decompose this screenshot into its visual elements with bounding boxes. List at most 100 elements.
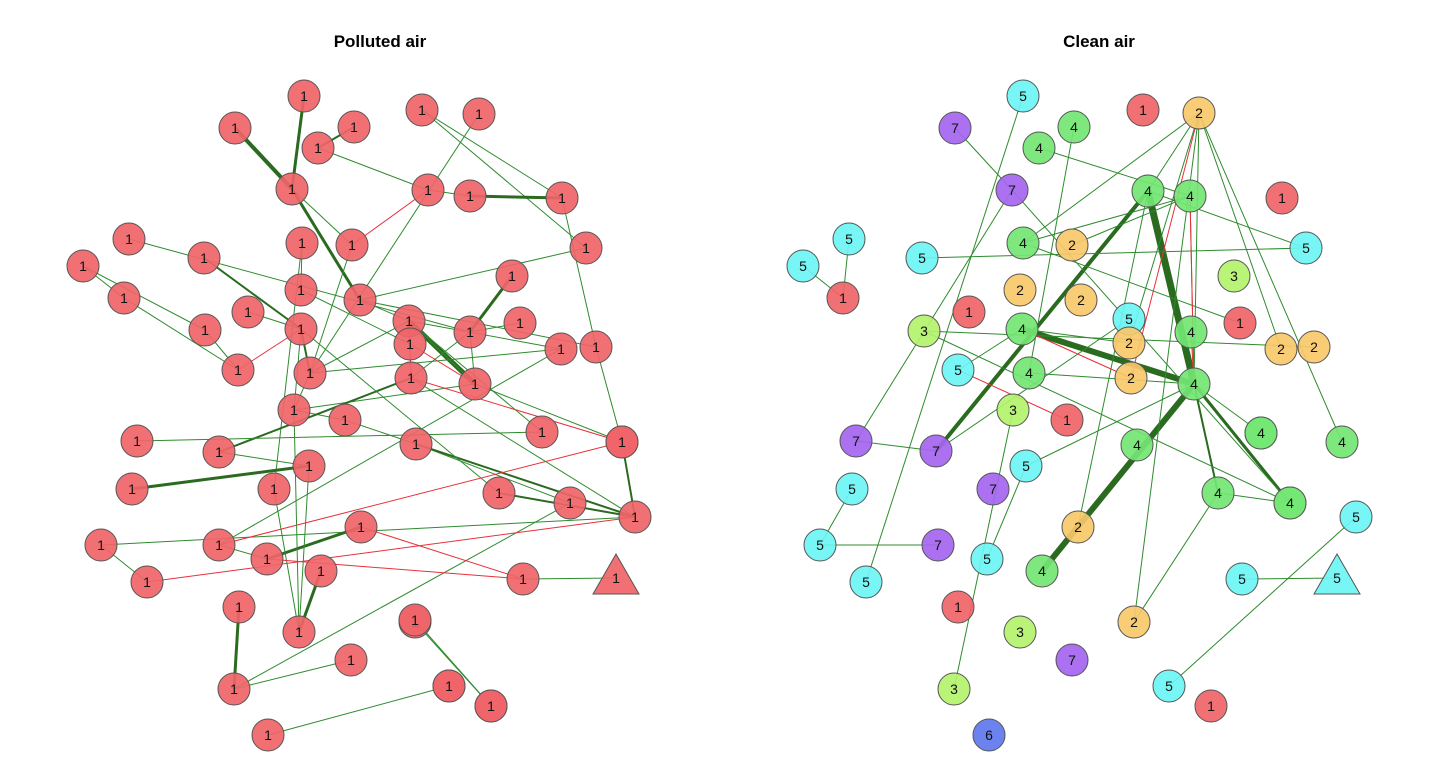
node-circle	[1057, 110, 1091, 144]
node-b19: 2	[1064, 283, 1098, 317]
node-circle	[1006, 79, 1040, 113]
node-a1: 1	[218, 111, 252, 145]
edge-b1-b49	[865, 95, 1024, 583]
node-label: 2	[1068, 237, 1076, 253]
node-label: 1	[201, 322, 209, 338]
edge-a4-a10	[421, 109, 563, 199]
node-b40: 4	[1325, 425, 1359, 459]
node-b44: 4	[1201, 476, 1235, 510]
node-circle	[1022, 131, 1056, 165]
node-label: 1	[215, 537, 223, 553]
edge-a37-a34	[136, 431, 543, 442]
edge-a49-a30	[218, 348, 562, 546]
node-circle	[202, 435, 236, 469]
node-b16: 5	[786, 249, 820, 283]
node-b30: 5	[941, 353, 975, 387]
node-label: 7	[989, 481, 997, 497]
node-b14: 5	[1289, 231, 1323, 265]
node-label: 5	[1302, 240, 1310, 256]
edge-a24-a32	[300, 289, 411, 345]
edge-layer	[802, 95, 1357, 690]
node-circle	[66, 249, 100, 283]
node-circle	[218, 111, 252, 145]
node-b36: 7	[839, 424, 873, 458]
edge-a12-a19	[82, 265, 206, 331]
node-circle	[1273, 486, 1307, 520]
node-circle	[344, 510, 378, 544]
node-label: 1	[558, 190, 566, 206]
node-label: 2	[1277, 341, 1285, 357]
edge-b12-b27	[1022, 242, 1241, 324]
node-circle	[832, 222, 866, 256]
node-a20: 1	[187, 241, 221, 275]
node-label: 5	[1333, 570, 1341, 586]
node-b32: 2	[1114, 361, 1148, 395]
node-circle	[251, 718, 285, 752]
node-b49: 5	[849, 565, 883, 599]
cross-edge-a45-a48	[146, 516, 636, 583]
node-label: 1	[317, 563, 325, 579]
node-circle	[458, 367, 492, 401]
node-circle	[482, 476, 516, 510]
node-circle	[937, 672, 971, 706]
node-a58: 1	[217, 672, 251, 706]
edge-b22-b64	[923, 330, 1291, 504]
node-a17: 1	[453, 315, 487, 349]
node-label: 1	[407, 370, 415, 386]
node-a19: 1	[188, 313, 222, 347]
node-circle	[826, 281, 860, 315]
node-label: 1	[418, 102, 426, 118]
node-b57: 7	[1055, 643, 1089, 677]
edge-b33-b31	[1028, 372, 1195, 385]
node-circle	[328, 403, 362, 437]
edge-a6-a7	[317, 147, 429, 191]
node-circle	[462, 97, 496, 131]
node-label: 2	[1310, 339, 1318, 355]
node-circle	[1289, 231, 1323, 265]
edge-a5-a14	[290, 188, 362, 301]
node-circle	[995, 173, 1029, 207]
node-b48: 7	[921, 528, 955, 562]
edge-b31-b45	[1192, 383, 1292, 504]
node-label: 7	[951, 120, 959, 136]
node-label: 7	[932, 443, 940, 459]
panel-title-clean: Clean air	[1063, 32, 1135, 51]
node-a35: 1	[579, 330, 613, 364]
node-circle	[282, 615, 316, 649]
node-label: 4	[1025, 365, 1033, 381]
node-label: 7	[852, 433, 860, 449]
edge-a33-a45	[410, 377, 636, 518]
node-b43: 5	[835, 472, 869, 506]
edge-b8-b37	[934, 189, 1150, 453]
node-label: 1	[125, 231, 133, 247]
node-circle	[921, 528, 955, 562]
edge-b31-b51	[1039, 382, 1197, 573]
node-b12: 4	[1006, 226, 1040, 260]
edge-a42-a22	[300, 328, 500, 494]
node-circle	[618, 500, 652, 534]
node-circle	[525, 415, 559, 449]
node-triangle-marker	[592, 552, 640, 595]
node-circle	[545, 181, 579, 215]
node-circle	[335, 228, 369, 262]
node-label: 7	[1068, 652, 1076, 668]
node-a5: 1	[275, 172, 309, 206]
node-circle	[1339, 500, 1373, 534]
network-panel-clean: 5127447441542555122313452412254243177444…	[786, 79, 1373, 752]
node-b54: 1	[941, 590, 975, 624]
node-circle	[1297, 330, 1331, 364]
node-circle	[919, 434, 953, 468]
node-circle	[553, 486, 587, 520]
node-circle	[503, 306, 537, 340]
node-label: 1	[79, 258, 87, 274]
node-label: 1	[356, 292, 364, 308]
node-label: 3	[1230, 268, 1238, 284]
node-circle	[1009, 449, 1043, 483]
node-label: 1	[466, 188, 474, 204]
node-circle	[120, 424, 154, 458]
node-a13: 1	[107, 281, 141, 315]
node-a51: 1	[344, 510, 378, 544]
node-label: 4	[1286, 495, 1294, 511]
node-label: 1	[1063, 412, 1071, 428]
node-a2: 1	[287, 79, 321, 113]
